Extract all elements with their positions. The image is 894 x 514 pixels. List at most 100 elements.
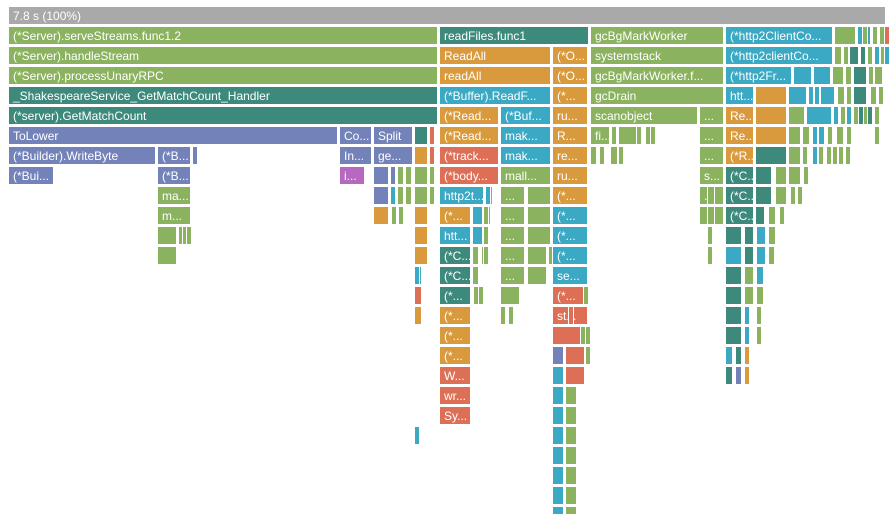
- flame-frame[interactable]: [373, 166, 389, 185]
- flame-frame[interactable]: ge...: [373, 146, 413, 165]
- flame-frame[interactable]: ru...: [552, 166, 588, 185]
- flame-frame[interactable]: mak...: [500, 146, 551, 165]
- flame-frame[interactable]: [405, 186, 412, 205]
- flame-frame[interactable]: [775, 186, 787, 205]
- flame-frame[interactable]: [429, 146, 435, 165]
- flame-frame[interactable]: In...: [339, 146, 372, 165]
- flame-frame[interactable]: [744, 326, 750, 345]
- flame-frame[interactable]: ...: [500, 206, 525, 225]
- flame-frame[interactable]: [610, 146, 618, 165]
- flame-frame[interactable]: [552, 366, 564, 385]
- flame-frame[interactable]: [818, 126, 825, 145]
- flame-frame[interactable]: [860, 46, 866, 65]
- flame-frame[interactable]: [826, 146, 832, 165]
- flame-frame[interactable]: [813, 66, 831, 85]
- flame-frame[interactable]: (*Server).handleStream: [8, 46, 438, 65]
- flame-frame[interactable]: [874, 126, 880, 145]
- flame-frame[interactable]: (*...: [439, 286, 471, 305]
- flame-frame[interactable]: [874, 66, 883, 85]
- flame-frame[interactable]: ...: [500, 186, 525, 205]
- flame-frame[interactable]: [552, 486, 564, 505]
- flame-frame[interactable]: [867, 106, 873, 125]
- flame-frame[interactable]: [552, 386, 564, 405]
- flame-frame[interactable]: [725, 326, 742, 345]
- flame-frame[interactable]: ...: [500, 266, 525, 285]
- flame-frame[interactable]: [552, 406, 564, 425]
- flame-frame[interactable]: (*http2Fr...: [725, 66, 792, 85]
- flame-frame[interactable]: [849, 46, 859, 65]
- flame-frame[interactable]: [590, 146, 597, 165]
- flame-frame[interactable]: (*...: [552, 206, 588, 225]
- flame-frame[interactable]: ToLower: [8, 126, 338, 145]
- flame-frame[interactable]: (*...: [439, 326, 471, 345]
- flame-frame[interactable]: [725, 246, 742, 265]
- flame-frame[interactable]: (*...: [552, 86, 588, 105]
- flame-frame[interactable]: [527, 186, 551, 205]
- flame-frame[interactable]: [820, 86, 835, 105]
- flame-frame[interactable]: [790, 186, 796, 205]
- flame-frame[interactable]: [192, 146, 198, 165]
- flame-frame[interactable]: [707, 246, 713, 265]
- flame-frame[interactable]: (*B...: [157, 166, 191, 185]
- flame-frame[interactable]: [803, 166, 809, 185]
- flame-frame[interactable]: (*Bui...: [8, 166, 54, 185]
- flame-frame[interactable]: [527, 266, 547, 285]
- flame-frame[interactable]: [483, 246, 489, 265]
- flame-frame[interactable]: (*O...: [552, 66, 588, 85]
- flame-frame[interactable]: [868, 66, 874, 85]
- flame-frame[interactable]: [812, 126, 818, 145]
- flame-frame[interactable]: [853, 86, 867, 105]
- flame-frame[interactable]: [867, 46, 873, 65]
- flame-frame[interactable]: (*...: [439, 306, 471, 325]
- flame-frame[interactable]: [414, 246, 428, 265]
- flame-frame[interactable]: [565, 366, 585, 385]
- flame-frame[interactable]: [391, 206, 397, 225]
- flame-frame[interactable]: [756, 246, 766, 265]
- flame-frame[interactable]: (*Server).processUnaryRPC: [8, 66, 438, 85]
- flame-frame[interactable]: scanobject: [590, 106, 698, 125]
- flame-frame[interactable]: [527, 206, 551, 225]
- flame-frame[interactable]: [834, 26, 856, 45]
- flame-frame[interactable]: [755, 146, 787, 165]
- flame-frame[interactable]: [832, 66, 844, 85]
- flame-frame[interactable]: [725, 306, 742, 325]
- flame-frame[interactable]: (*server).GetMatchCount: [8, 106, 438, 125]
- flame-frame[interactable]: [552, 446, 564, 465]
- flame-frame[interactable]: [735, 346, 742, 365]
- flame-frame[interactable]: [768, 246, 775, 265]
- flame-frame[interactable]: [508, 306, 514, 325]
- flame-frame[interactable]: [157, 226, 177, 245]
- flame-frame[interactable]: ...: [699, 146, 724, 165]
- flame-frame[interactable]: [585, 346, 591, 365]
- flame-frame[interactable]: ...: [500, 226, 525, 245]
- flame-frame[interactable]: [472, 206, 483, 225]
- flame-frame[interactable]: [483, 206, 489, 225]
- flame-frame[interactable]: Co...: [339, 126, 372, 145]
- flame-frame[interactable]: [707, 186, 715, 205]
- flame-frame[interactable]: [429, 186, 435, 205]
- flame-frame[interactable]: R...: [552, 126, 588, 145]
- flame-frame[interactable]: (*O...: [552, 46, 588, 65]
- flame-frame[interactable]: Re...: [725, 126, 754, 145]
- flame-frame[interactable]: [744, 346, 750, 365]
- flame-frame[interactable]: http2t...: [439, 186, 484, 205]
- flame-frame[interactable]: [414, 126, 428, 145]
- flame-frame[interactable]: readAll: [439, 66, 551, 85]
- flame-frame[interactable]: [414, 286, 422, 305]
- flame-frame[interactable]: [478, 286, 484, 305]
- flame-frame[interactable]: i...: [339, 166, 365, 185]
- flame-frame[interactable]: ReadAll: [439, 46, 551, 65]
- flame-frame[interactable]: [552, 506, 564, 514]
- flame-frame[interactable]: (*...: [439, 206, 471, 225]
- flame-frame[interactable]: [846, 126, 852, 145]
- flame-frame[interactable]: gcBgMarkWorker.f...: [590, 66, 724, 85]
- flame-frame[interactable]: [390, 186, 396, 205]
- flame-frame[interactable]: [373, 186, 389, 205]
- flame-frame[interactable]: [818, 146, 824, 165]
- flame-frame[interactable]: [837, 86, 845, 105]
- flame-frame[interactable]: [611, 126, 617, 145]
- flame-frame[interactable]: [827, 126, 833, 145]
- flame-frame[interactable]: [853, 66, 867, 85]
- flame-frame[interactable]: [414, 206, 428, 225]
